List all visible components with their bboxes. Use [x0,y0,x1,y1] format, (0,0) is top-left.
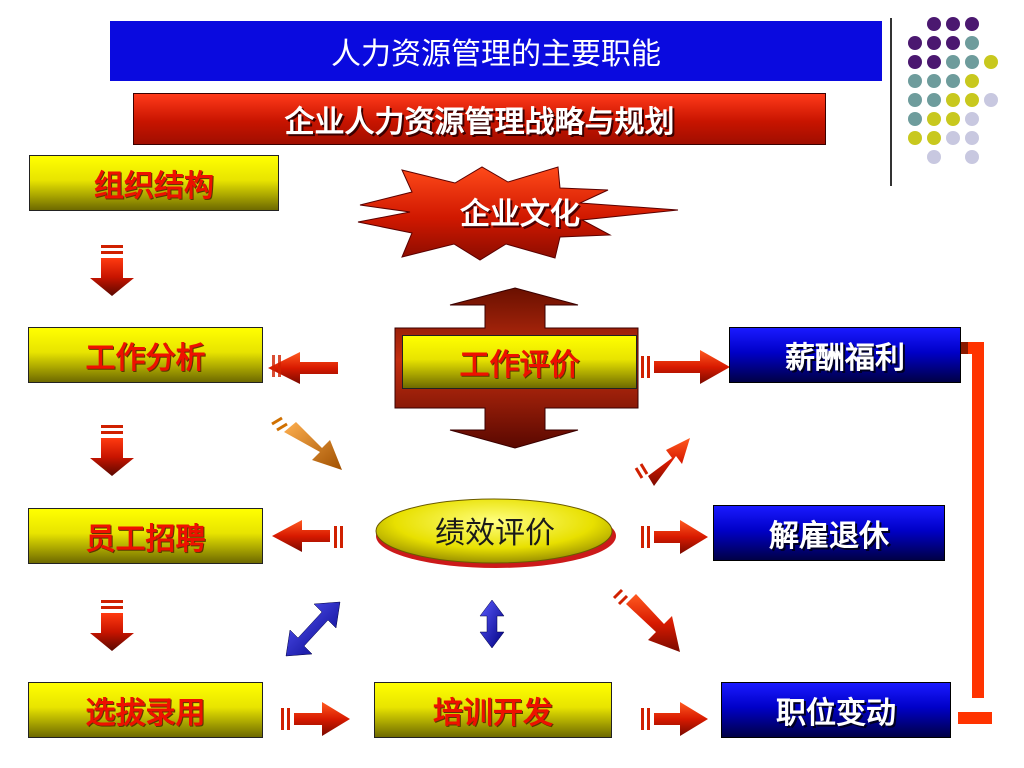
arrow-right-training [281,702,350,736]
performance-oval [375,498,613,564]
arrow-down-3 [90,600,134,651]
box-job-analysis: 工作分析 [28,327,263,383]
box-organization-structure: 组织结构 [29,155,279,211]
decorative-dot-grid [900,12,1020,172]
box-compensation-benefits: 薪酬福利 [729,327,961,383]
box-recruitment: 员工招聘 [28,508,263,564]
decorative-dot [927,112,941,126]
arrow-down-2 [90,425,134,476]
arrow-right-compensation [641,350,730,384]
strategy-banner: 企业人力资源管理战略与规划 [133,93,826,145]
decorative-dot [927,150,941,164]
decorative-dot [908,55,922,69]
decorative-dot [965,55,979,69]
decorative-dot [908,74,922,88]
decorative-dot [965,150,979,164]
arrow-right-dismissal [641,520,708,554]
decorative-dot [946,74,960,88]
decorative-dot [946,112,960,126]
decorative-dot [965,131,979,145]
arrow-diagonal-orange [271,416,342,470]
slide-title: 人力资源管理的主要职能 [110,21,882,81]
decorative-divider [890,18,892,186]
arrow-blue-diagonal [285,601,341,657]
decorative-dot [927,74,941,88]
decorative-dot [946,17,960,31]
decorative-dot [927,36,941,50]
box-dismissal-retirement: 解雇退休 [713,505,945,561]
decorative-dot [946,93,960,107]
decorative-dot [927,17,941,31]
decorative-dot [965,93,979,107]
arrow-left-job-analysis [268,352,338,384]
arrow-right-position-change [641,702,708,736]
decorative-dot [908,93,922,107]
culture-label: 企业文化 [460,197,580,232]
decorative-dot [965,112,979,126]
feedback-connector [958,342,992,724]
performance-evaluation-label: 绩效评价 [435,516,555,551]
decorative-dot [908,131,922,145]
arrow-down-1 [90,245,134,296]
box-position-change: 职位变动 [721,682,951,738]
decorative-dot [908,36,922,50]
arrow-left-recruitment [272,520,343,552]
decorative-dot [927,55,941,69]
box-job-evaluation: 工作评价 [402,335,637,389]
arrow-diagonal-compensation [634,438,690,486]
arrow-blue-vertical [479,599,505,649]
decorative-dot [965,74,979,88]
decorative-dot [984,55,998,69]
decorative-dot [946,131,960,145]
arrow-diagonal-position-change [612,588,680,652]
decorative-dot [927,131,941,145]
decorative-dot [984,93,998,107]
decorative-dot [946,55,960,69]
decorative-dot [965,36,979,50]
box-training-development: 培训开发 [374,682,612,738]
decorative-dot [946,36,960,50]
box-selection-hiring: 选拔录用 [28,682,263,738]
decorative-dot [908,112,922,126]
culture-starburst [357,166,679,261]
decorative-dot [965,17,979,31]
decorative-dot [927,93,941,107]
